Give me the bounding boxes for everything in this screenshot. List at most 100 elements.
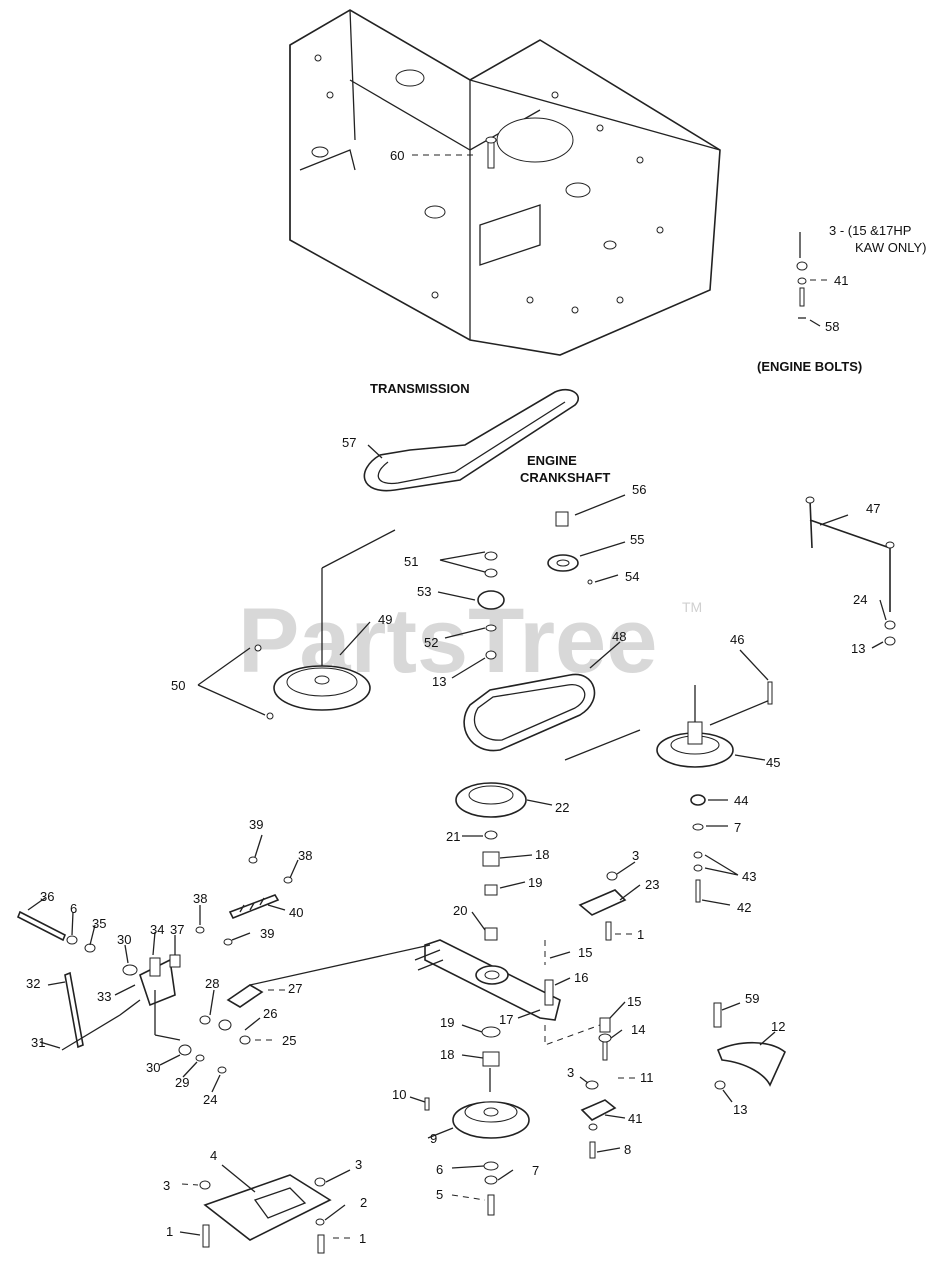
callout-16: 16 — [574, 970, 588, 985]
bracket-41-parts — [580, 1080, 617, 1159]
pulley-stack-parts — [477, 551, 505, 660]
callout-2: 2 — [360, 1195, 367, 1210]
callout-36: 36 — [40, 889, 54, 904]
callout-54: 54 — [625, 569, 639, 584]
callout-39: 39 — [260, 926, 274, 941]
callout-58: 58 — [825, 319, 839, 334]
callout-28: 28 — [205, 976, 219, 991]
callout-39: 39 — [249, 817, 263, 832]
callout-48: 48 — [612, 629, 626, 644]
callout-59: 59 — [745, 991, 759, 1006]
callout-19: 19 — [440, 1015, 454, 1030]
callout-9: 9 — [430, 1131, 437, 1146]
callout-6: 6 — [70, 901, 77, 916]
callout-22: 22 — [555, 800, 569, 815]
callout-26: 26 — [263, 1006, 277, 1021]
idler-arm-17-part — [414, 939, 561, 1021]
callout-20: 20 — [453, 903, 467, 918]
callout-40: 40 — [289, 905, 303, 920]
callout-18: 18 — [535, 847, 549, 862]
callout-30: 30 — [146, 1060, 160, 1075]
callout-15: 15 — [627, 994, 641, 1009]
bolt-60-part — [485, 136, 497, 169]
callout-15: 15 — [578, 945, 592, 960]
callout-38: 38 — [298, 848, 312, 863]
callout-25: 25 — [282, 1033, 296, 1048]
callout-34: 34 — [150, 922, 164, 937]
engine-caption-line2: CRANKSHAFT — [520, 470, 610, 485]
kaw-note-line2: KAW ONLY) — [855, 240, 927, 255]
callout-32: 32 — [26, 976, 40, 991]
bracket-23-part — [578, 871, 627, 941]
belt-57-part — [363, 388, 579, 492]
callout-19: 19 — [528, 875, 542, 890]
crankshaft-parts — [547, 511, 593, 585]
callout-13: 13 — [432, 674, 446, 689]
kaw-note-line1: 3 - (15 &17HP — [829, 223, 911, 238]
callout-43: 43 — [742, 869, 756, 884]
callout-3: 3 — [632, 848, 639, 863]
pulley-22-part — [455, 782, 527, 941]
callout-41: 41 — [628, 1111, 642, 1126]
callout-18: 18 — [440, 1047, 454, 1062]
rod-47-part — [805, 496, 896, 646]
callout-57: 57 — [342, 435, 356, 450]
callout-38: 38 — [193, 891, 207, 906]
callout-3: 3 — [567, 1065, 574, 1080]
callout-51: 51 — [404, 554, 418, 569]
callout-14: 14 — [631, 1022, 645, 1037]
callout-24: 24 — [203, 1092, 217, 1107]
callout-labels: 60 41 58 57 56 51 55 54 53 47 24 13 49 5… — [26, 148, 880, 1246]
leader-lines — [27, 154, 887, 1239]
callout-4: 4 — [210, 1148, 217, 1163]
callout-47: 47 — [866, 501, 880, 516]
callout-37: 37 — [170, 922, 184, 937]
callout-10: 10 — [392, 1087, 406, 1102]
engine-bolts-caption: (ENGINE BOLTS) — [757, 359, 862, 374]
belt-48-part — [463, 673, 596, 752]
callout-13: 13 — [851, 641, 865, 656]
callout-3: 3 — [163, 1178, 170, 1193]
callout-56: 56 — [632, 482, 646, 497]
callout-53: 53 — [417, 584, 431, 599]
watermark-tm: TM — [682, 599, 702, 615]
pulley-9-part — [424, 1068, 530, 1139]
callout-7: 7 — [532, 1163, 539, 1178]
nut-washer-parts — [690, 794, 706, 903]
callout-41: 41 — [834, 273, 848, 288]
callout-13: 13 — [733, 1102, 747, 1117]
callout-29: 29 — [175, 1075, 189, 1090]
callout-17: 17 — [499, 1012, 513, 1027]
callout-7: 7 — [734, 820, 741, 835]
brake-strap-12-part — [713, 1002, 786, 1090]
callout-44: 44 — [734, 793, 748, 808]
callout-55: 55 — [630, 532, 644, 547]
callout-31: 31 — [31, 1035, 45, 1050]
callout-1: 1 — [166, 1224, 173, 1239]
plate-4-part — [199, 1174, 332, 1254]
callout-3: 3 — [355, 1157, 362, 1172]
callout-11: 11 — [640, 1070, 654, 1085]
callout-5: 5 — [436, 1187, 443, 1202]
pulley-49-part — [254, 529, 396, 720]
callout-1: 1 — [359, 1231, 366, 1246]
callout-23: 23 — [645, 877, 659, 892]
callout-21: 21 — [446, 829, 460, 844]
transmission-caption: TRANSMISSION — [370, 381, 470, 396]
lower-spacer-parts — [481, 1026, 501, 1067]
engine-bolt-parts — [796, 261, 808, 319]
callout-52: 52 — [424, 635, 438, 650]
callout-30: 30 — [117, 932, 131, 947]
callout-46: 46 — [730, 632, 744, 647]
callout-49: 49 — [378, 612, 392, 627]
callout-24: 24 — [853, 592, 867, 607]
callout-33: 33 — [97, 989, 111, 1004]
idler-bolt-parts — [544, 1017, 612, 1061]
callout-1: 1 — [637, 927, 644, 942]
transmission-housing — [289, 9, 721, 356]
callout-6: 6 — [436, 1162, 443, 1177]
callout-50: 50 — [171, 678, 185, 693]
bottom-fastener-parts — [483, 1161, 499, 1216]
callout-8: 8 — [624, 1142, 631, 1157]
